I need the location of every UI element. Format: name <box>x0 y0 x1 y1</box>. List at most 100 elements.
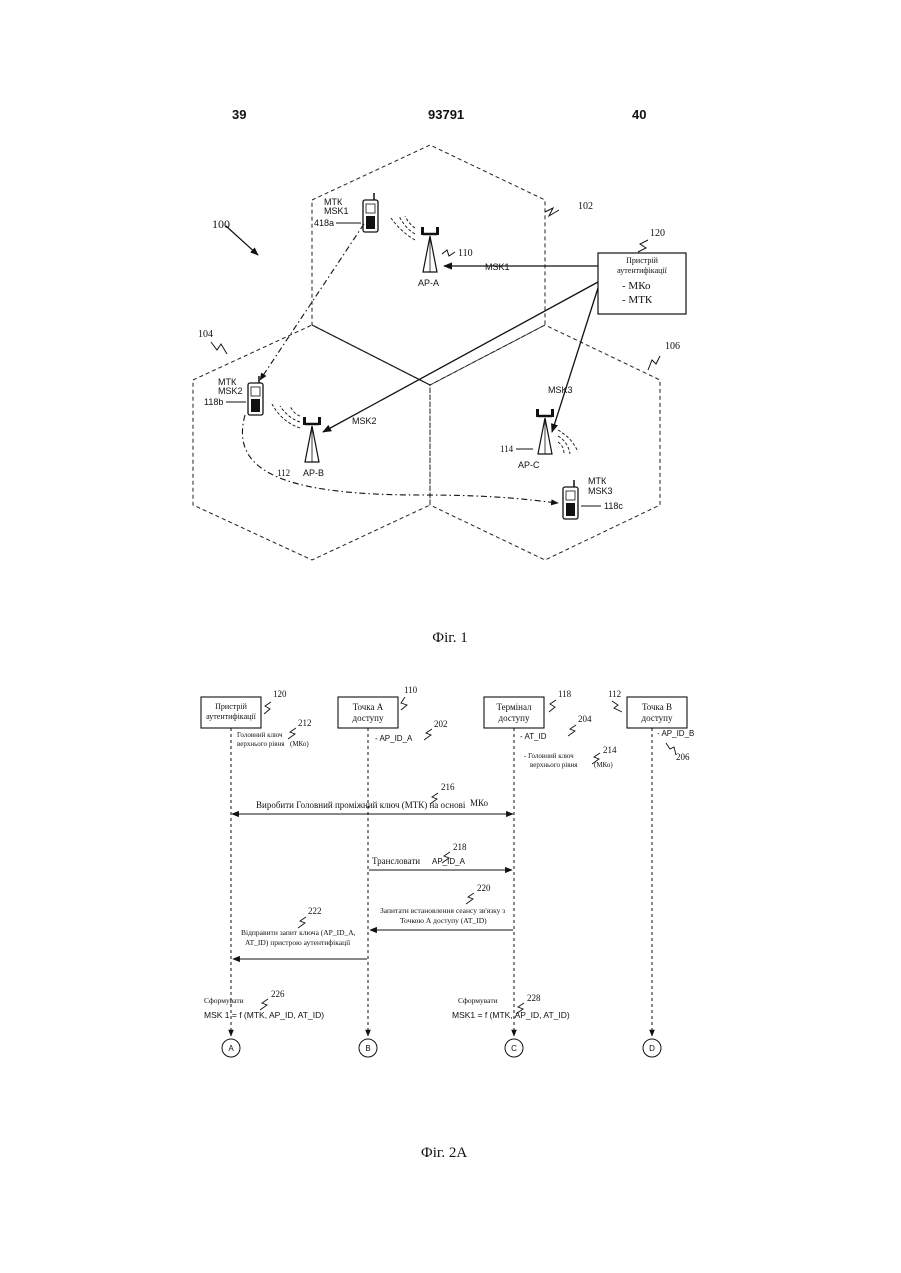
compute-226: Сформувати MSK 1 = f (MTK, AP_ID, AT_ID)… <box>204 989 324 1020</box>
ap-a-ref: 110 <box>458 248 473 259</box>
access-point-b: AP-B 112 <box>272 404 324 478</box>
access-point-a: AP-A 110 <box>391 216 473 288</box>
message-216-ref: 216 <box>441 782 455 792</box>
cell-b-ref-squiggle <box>211 342 227 354</box>
entity-auth-ref: 120 <box>273 689 287 699</box>
note-214-line2: верхнього рівня <box>530 761 578 769</box>
message-220-line1: Запитати встановлення сеансу зв'язку з <box>380 906 505 915</box>
message-222-line1: Відправити запит ключа (AP_ID_A, <box>241 928 356 937</box>
terminal-a-ref: 418a <box>314 218 334 228</box>
auth-device-box: Пристрій аутентифікації - МКо - МТК 120 <box>598 228 686 314</box>
terminal-c-line2: MSK3 <box>588 486 613 496</box>
compute-228: Сформувати MSK1 = f (MTK, AP_ID, AT_ID) … <box>452 993 570 1020</box>
connector-d: D <box>643 1039 661 1057</box>
note-202-ref: 202 <box>434 719 448 729</box>
compute-228-label: Сформувати <box>458 996 498 1005</box>
cell-b-ref: 104 <box>198 329 213 340</box>
cell-shared-edge <box>312 325 430 385</box>
message-216-key: МКо <box>470 798 489 808</box>
link-msk3 <box>552 288 598 432</box>
message-216: Виробити Головний проміжний ключ (МТК) н… <box>232 782 513 814</box>
note-202-text: - AP_ID_A <box>375 734 413 743</box>
terminal-b: МТК MSK2 118b <box>204 376 263 415</box>
message-216-text: Виробити Головний проміжний ключ (МТК) н… <box>256 800 466 810</box>
entity-point-b: Точка В доступу 112 <box>608 689 687 728</box>
page-header: 39 93791 40 <box>232 107 646 122</box>
figure-2a: Пристрій аутентифікації 120 Точка А дост… <box>201 685 694 1161</box>
entity-terminal-line2: доступу <box>499 713 530 723</box>
entity-point-a: Точка А доступу 110 <box>338 685 418 728</box>
patent-number: 93791 <box>428 107 464 122</box>
compute-228-ref: 228 <box>527 993 541 1003</box>
message-222: Відправити запит ключа (AP_ID_A, AT_ID) … <box>233 906 367 959</box>
figure-1-caption: Фіг. 1 <box>432 630 467 646</box>
note-214: - Головний ключ верхнього рівня (МКо) 21… <box>524 745 617 769</box>
terminal-c-ref: 118c <box>604 501 623 511</box>
note-214-line3: (МКо) <box>594 761 613 769</box>
compute-226-ref: 226 <box>271 989 285 999</box>
page-number-left: 39 <box>232 107 246 122</box>
compute-228-formula: MSK1 = f (MTK, AP_ID, AT_ID) <box>452 1010 570 1020</box>
note-212-line3: (МКо) <box>290 740 309 748</box>
message-218-ref: 218 <box>453 842 467 852</box>
note-206-ref: 206 <box>676 752 690 762</box>
terminal-movement-b-to-c <box>242 415 558 503</box>
connector-a-label: A <box>228 1044 234 1053</box>
auth-device-item-1: - МКо <box>622 280 651 292</box>
entity-auth-device: Пристрій аутентифікації 120 <box>201 689 287 728</box>
note-204-ref: 204 <box>578 714 592 724</box>
terminal-b-line2: MSK2 <box>218 386 243 396</box>
note-212-ref: 212 <box>298 718 312 728</box>
terminal-c-line1: МТК <box>588 476 607 486</box>
link-msk1-label: MSK1 <box>485 262 510 272</box>
auth-device-ref: 120 <box>650 228 665 239</box>
entity-auth-line1: Пристрій <box>215 702 247 711</box>
note-212-line2: верхнього рівня <box>237 740 285 748</box>
figure-1: 100 102 104 106 Пристрій аутентифікації … <box>193 145 686 646</box>
message-218: Трансловати AP_ID_A 218 <box>369 842 512 870</box>
cell-a-ref: 102 <box>578 201 593 212</box>
mobile-phone-icon <box>363 193 378 232</box>
entity-point-b-ref: 112 <box>608 689 621 699</box>
note-212-line1: Головний ключ <box>237 731 283 739</box>
note-214-line1: - Головний ключ <box>524 752 574 760</box>
link-msk3-label: MSK3 <box>548 385 573 395</box>
link-msk2-label: MSK2 <box>352 416 377 426</box>
auth-device-title-1: Пристрій <box>626 256 658 265</box>
entity-point-a-line2: доступу <box>353 713 384 723</box>
terminal-a-line2: MSK1 <box>324 206 349 216</box>
terminal-a: МТК MSK1 418a <box>314 193 378 232</box>
message-222-line2: AT_ID) пристрою аутентифікації <box>245 938 351 947</box>
note-204-text: - AT_ID <box>520 732 547 741</box>
cell-c-ref-squiggle <box>648 356 660 370</box>
cell-c-ref: 106 <box>665 341 680 352</box>
system-ref-label: 100 <box>212 217 230 231</box>
compute-226-label: Сформувати <box>204 996 244 1005</box>
terminal-c: МТК MSK3 118c <box>563 476 623 519</box>
connector-b-label: B <box>365 1044 370 1053</box>
note-206-text: - AP_ID_B <box>657 729 694 738</box>
mobile-phone-icon <box>248 376 263 415</box>
ap-b-label: AP-B <box>303 468 324 478</box>
entity-point-a-line1: Точка А <box>353 702 384 712</box>
access-point-c: AP-C 114 <box>500 409 578 470</box>
note-206: - AP_ID_B 206 <box>657 729 694 762</box>
entity-terminal-ref: 118 <box>558 689 572 699</box>
message-220-ref: 220 <box>477 883 491 893</box>
ap-a-label: AP-A <box>418 278 439 288</box>
connector-b: B <box>359 1039 377 1057</box>
auth-device-item-2: - МТК <box>622 294 653 306</box>
connector-d-label: D <box>649 1044 655 1053</box>
compute-226-formula: MSK 1 = f (MTK, AP_ID, AT_ID) <box>204 1010 324 1020</box>
note-214-ref: 214 <box>603 745 617 755</box>
message-220: Запитати встановлення сеансу зв'язку з Т… <box>370 883 513 930</box>
entity-terminal-line1: Термінал <box>496 702 532 712</box>
connector-c: C <box>505 1039 523 1057</box>
message-220-line2: Точкою А доступу (AT_ID) <box>400 916 487 925</box>
terminal-b-ref: 118b <box>204 397 223 407</box>
ap-b-ref: 112 <box>277 468 290 478</box>
auth-device-title-2: аутентифікації <box>617 266 667 275</box>
entity-point-a-ref: 110 <box>404 685 418 695</box>
connector-a: A <box>222 1039 240 1057</box>
